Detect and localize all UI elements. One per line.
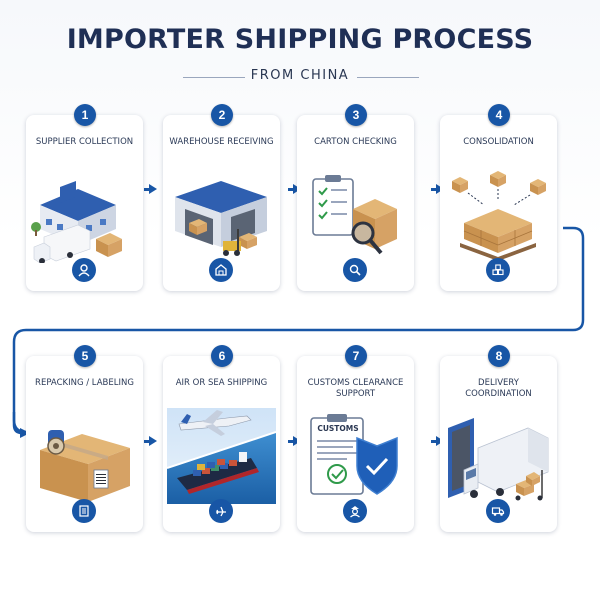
delivery-truck-illustration: [448, 418, 549, 501]
arrow-1-2-stem: [144, 188, 150, 191]
arrow-5-6-stem: [144, 440, 150, 443]
air-sea-shipping-illustration: [167, 408, 276, 504]
officer-icon: [343, 499, 367, 523]
subtitle-row: FROM CHINA: [0, 66, 600, 90]
step-badge-6: 6: [211, 345, 233, 367]
customs-clipboard-graphic: [310, 414, 398, 495]
step-badge-5: 5: [74, 345, 96, 367]
step-badge-7: 7: [345, 345, 367, 367]
step-badge-2: 2: [211, 104, 233, 126]
arrow-2-3-stem: [288, 188, 294, 191]
truck-icon: [486, 499, 510, 523]
supplier-factory-illustration: [31, 181, 122, 263]
step-card-3: CARTON CHECKING: [297, 115, 414, 291]
arrow-5-6: [149, 436, 157, 446]
page-title: IMPORTER SHIPPING PROCESS: [66, 24, 534, 55]
step-card-1: SUPPLIER COLLECTION: [26, 115, 143, 291]
warehouse-illustration: [175, 181, 267, 256]
header: IMPORTER SHIPPING PROCESS: [0, 24, 600, 55]
magnifier-icon: [343, 258, 367, 282]
step-label-8: DELIVERY COORDINATION: [465, 378, 532, 399]
step-card-2: WAREHOUSE RECEIVING: [163, 115, 280, 291]
page-subtitle: FROM CHINA: [250, 68, 350, 83]
step-label-1: SUPPLIER COLLECTION: [35, 137, 134, 147]
step-card-8: DELIVERY COORDINATION: [440, 356, 557, 532]
repacking-illustration: [40, 430, 130, 502]
step-label-3: CARTON CHECKING: [314, 137, 397, 147]
plane-icon: [209, 499, 233, 523]
step-label-2: WAREHOUSE RECEIVING: [169, 137, 274, 147]
customs-illustration: CUSTOMS: [301, 408, 410, 504]
boxes-icon: [486, 258, 510, 282]
arrow-3-4-stem: [431, 188, 437, 191]
subtitle-rule-left: [183, 77, 245, 78]
carton-check-illustration: [312, 175, 397, 255]
step-card-6: AIR OR SEA SHIPPING: [163, 356, 280, 532]
step-label-4: CONSOLIDATION: [463, 137, 534, 147]
user-icon: [72, 258, 96, 282]
arrow-7-8-stem: [431, 440, 437, 443]
arrow-6-7-stem: [288, 440, 294, 443]
step-card-4: CONSOLIDATION: [440, 115, 557, 291]
step-label-6: AIR OR SEA SHIPPING: [175, 378, 268, 388]
arrow-1-2: [149, 184, 157, 194]
warehouse-icon: [209, 258, 233, 282]
step-badge-1: 1: [74, 104, 96, 126]
customs-doc-label: CUSTOMS: [317, 424, 359, 433]
step-card-5: REPACKING / LABELING: [26, 356, 143, 532]
subtitle-rule-right: [357, 77, 419, 78]
step-badge-8: 8: [488, 345, 510, 367]
step-label-7: CUSTOMS CLEARANCE SUPPORT: [307, 378, 404, 399]
label-icon: [72, 499, 96, 523]
consolidation-illustration: [452, 171, 546, 261]
step-label-5: REPACKING / LABELING: [35, 378, 134, 388]
step-badge-4: 4: [488, 104, 510, 126]
step-card-7: CUSTOMS CLEARANCE SUPPORT CUSTOMS: [297, 356, 414, 532]
step-badge-3: 3: [345, 104, 367, 126]
